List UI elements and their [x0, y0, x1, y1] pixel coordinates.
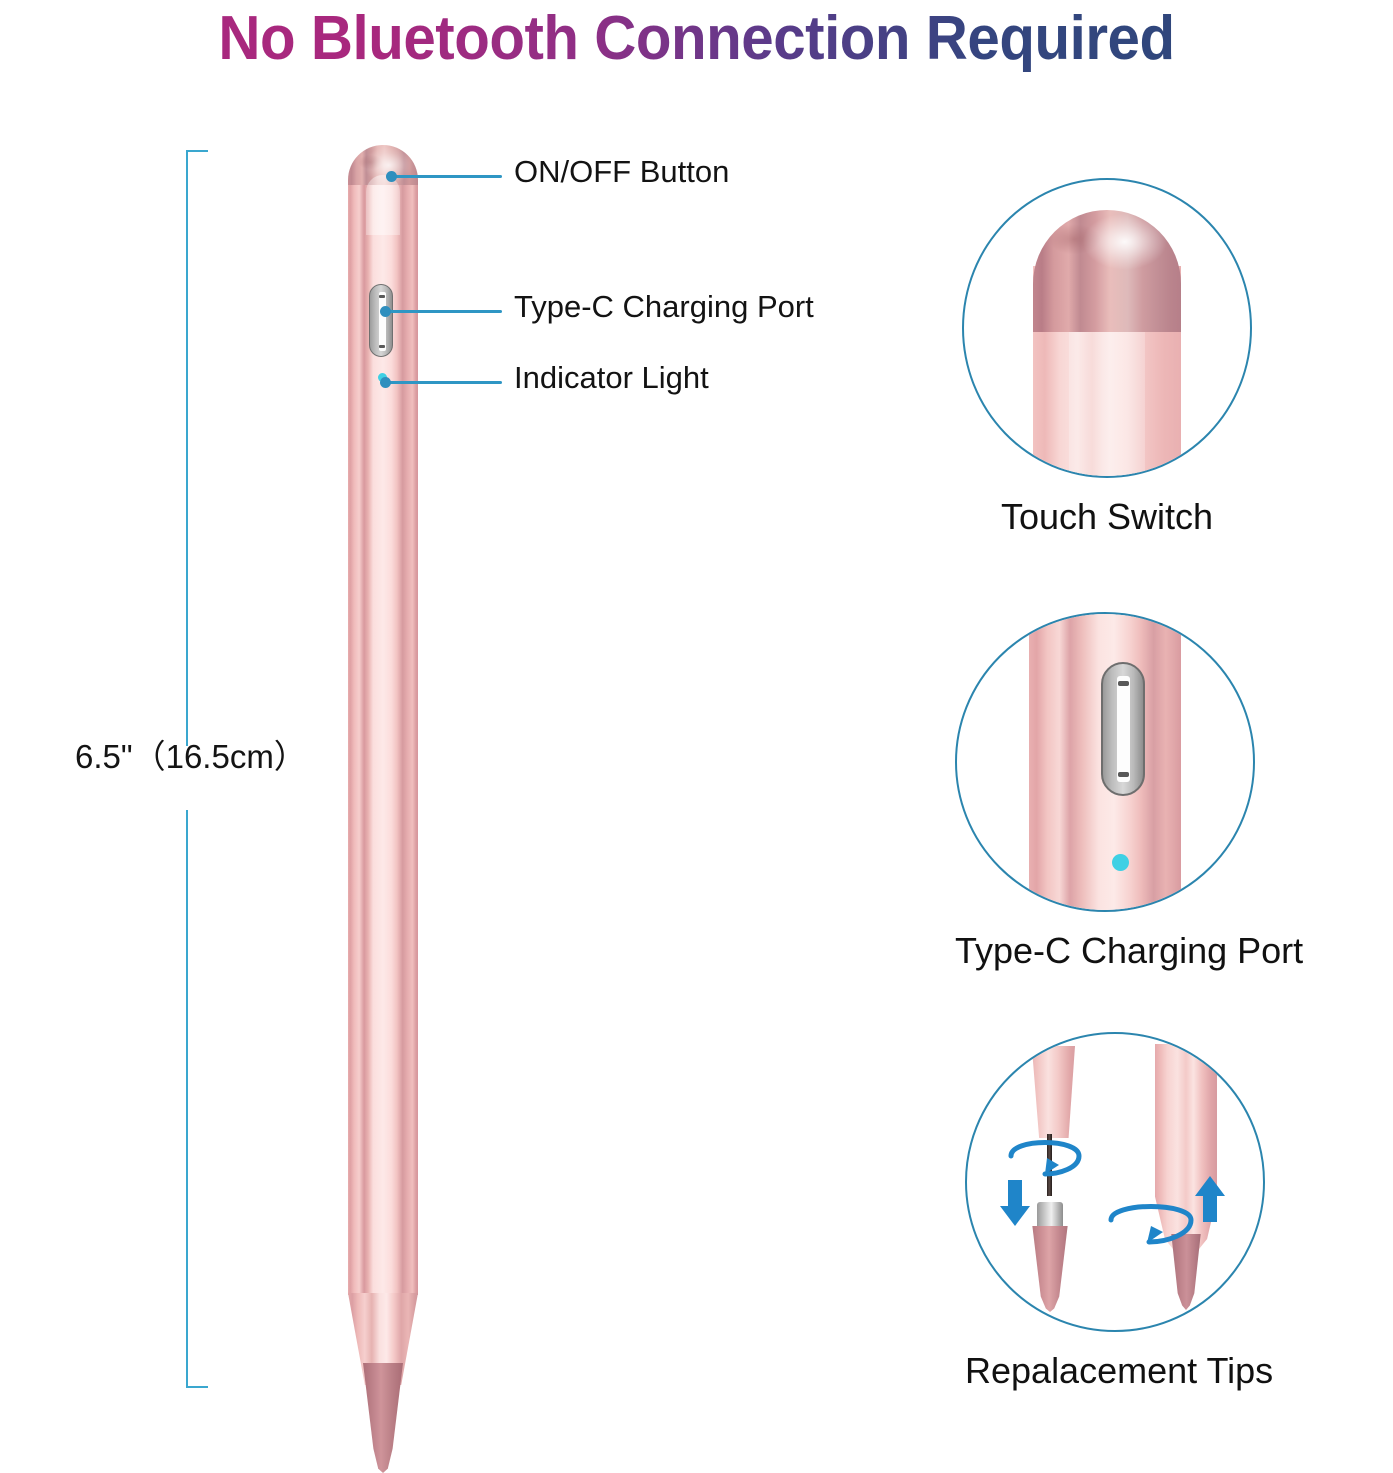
detached-pen-stem: [1031, 1046, 1075, 1138]
dimension-line: [186, 150, 216, 1390]
dimension-tick-bottom: [186, 1386, 208, 1388]
dimension-tick-top: [186, 150, 208, 152]
dimension-line-upper: [186, 150, 188, 746]
inset-circle-touch-switch: [962, 178, 1252, 478]
type-c-port-slot: [378, 292, 386, 351]
rotate-arrow-head-left-icon: [1045, 1158, 1059, 1174]
replacement-tips-arrows: [1000, 1140, 1225, 1245]
inset-circle-type-c-port: [955, 612, 1255, 912]
touch-switch-dome: [1033, 210, 1181, 332]
stylus-pen-illustration: [330, 145, 450, 1473]
callout-leader-line: [390, 175, 502, 178]
rotate-arc-right-icon: [1108, 1204, 1194, 1245]
callout-leader-line: [384, 310, 502, 313]
callout-anchor-dot: [380, 377, 391, 388]
callout-label-indicator-light: Indicator Light: [514, 360, 709, 395]
rotate-arrow-head-right-icon: [1147, 1226, 1163, 1243]
dimension-label: 6.5"（16.5cm）: [75, 738, 307, 775]
arrow-down-icon: [1000, 1180, 1030, 1226]
pen-shaft: [348, 185, 418, 1295]
callout-anchor-dot: [380, 306, 391, 317]
inset-label-replacement-tips: Repalacement Tips: [965, 1350, 1274, 1391]
arrow-up-icon: [1195, 1176, 1225, 1222]
charging-port-led: [1112, 854, 1129, 871]
pen-tip: [363, 1363, 403, 1473]
charging-port-slot: [1116, 676, 1130, 782]
inset-circle-replacement-tips: [965, 1032, 1265, 1332]
callout-label-type-c-port: Type-C Charging Port: [514, 289, 814, 324]
inset-label-touch-switch: Touch Switch: [1000, 496, 1214, 537]
page-title: No Bluetooth Connection Required: [42, 2, 1351, 76]
callout-anchor-dot: [386, 171, 397, 182]
callout-label-on-off-button: ON/OFF Button: [514, 154, 730, 189]
inset-label-type-c-port: Type-C Charging Port: [955, 930, 1304, 971]
charging-port-connector: [1101, 662, 1145, 796]
replacement-tip-metal-collar: [1037, 1202, 1063, 1230]
dimension-line-lower: [186, 810, 188, 1388]
type-c-port-on-body: [369, 284, 393, 357]
rotate-arc-left-icon: [1008, 1140, 1082, 1177]
pen-cap-highlight: [366, 175, 400, 235]
callout-leader-line: [384, 381, 502, 384]
